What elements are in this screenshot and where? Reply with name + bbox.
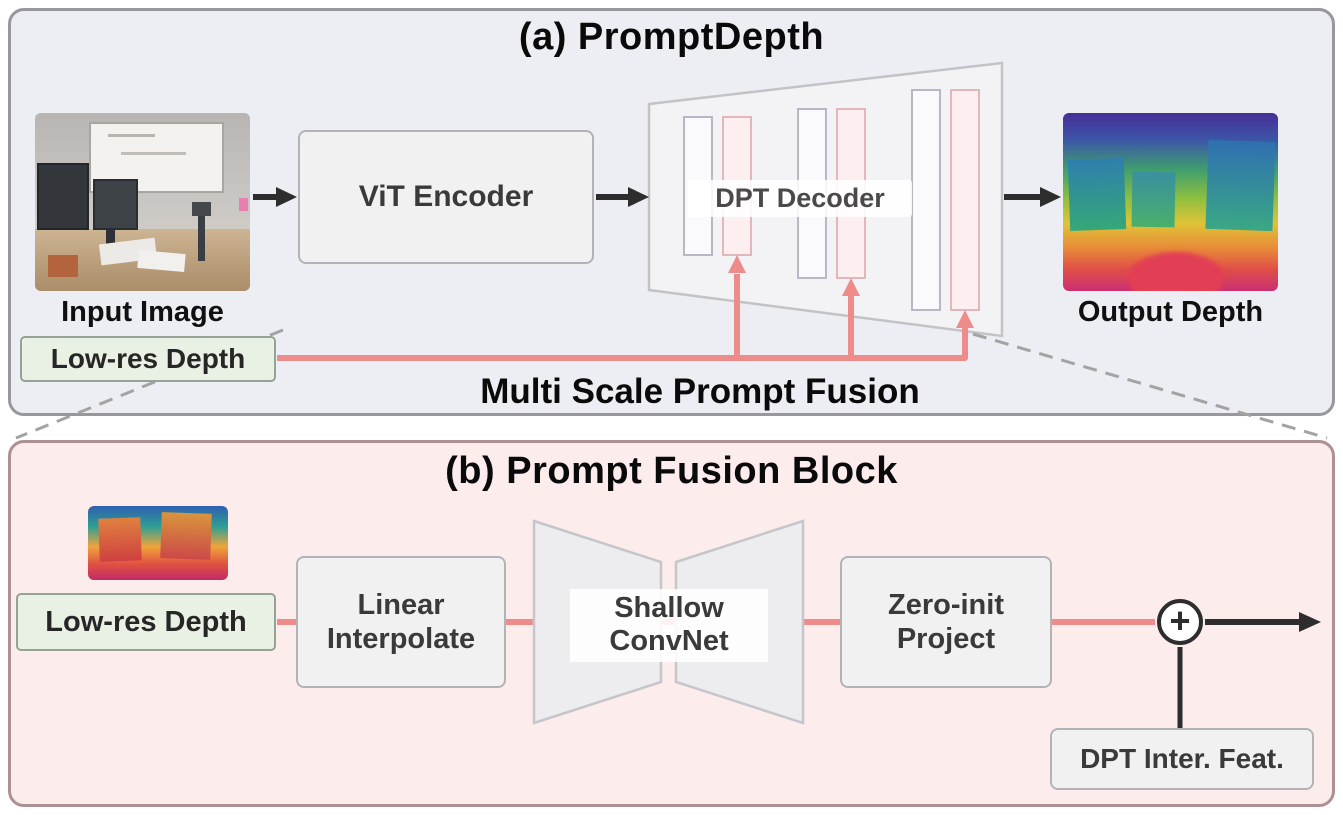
photo-tripod <box>198 210 205 261</box>
photo-monitor <box>37 162 89 231</box>
photo-sticky-note <box>239 198 248 211</box>
vit-encoder-box: ViT Encoder <box>298 130 594 264</box>
shallow-convnet-label: Shallow ConvNet <box>570 589 768 662</box>
linear-interpolate-box: Linear Interpolate <box>296 556 506 688</box>
photo-whiteboard-mark <box>108 134 156 138</box>
input-image-caption: Input Image <box>61 296 224 328</box>
panel-b-title: (b) Prompt Fusion Block <box>445 450 898 492</box>
photo-box <box>47 255 78 277</box>
elementwise-add-node: + <box>1157 599 1203 645</box>
depth-monitor-shape <box>98 517 142 562</box>
depth-monitor-shape <box>160 512 212 561</box>
zero-init-project-box: Zero-init Project <box>840 556 1052 688</box>
low-res-depth-box-b: Low-res Depth <box>16 593 276 651</box>
output-depth-caption: Output Depth <box>1077 296 1264 328</box>
photo-monitor-stand <box>105 230 115 249</box>
low-res-depth-thumbnail <box>88 506 228 580</box>
photo-papers <box>137 249 187 272</box>
photo-whiteboard-mark <box>121 152 186 156</box>
dpt-decoder-label: DPT Decoder <box>688 180 912 218</box>
panel-a-title: (a) PromptDepth <box>518 16 825 58</box>
depth-near-blob <box>1127 251 1225 291</box>
depth-monitor-shape <box>1205 140 1276 232</box>
depth-monitor-shape <box>1068 158 1127 232</box>
input-image-photo <box>35 113 250 291</box>
output-depth-image <box>1063 113 1278 291</box>
photo-monitor <box>93 178 139 231</box>
dpt-inter-feat-box: DPT Inter. Feat. <box>1050 728 1314 790</box>
photo-camera <box>191 202 212 217</box>
multi-scale-prompt-fusion-caption: Multi Scale Prompt Fusion <box>480 372 920 411</box>
depth-monitor-shape <box>1131 171 1176 228</box>
